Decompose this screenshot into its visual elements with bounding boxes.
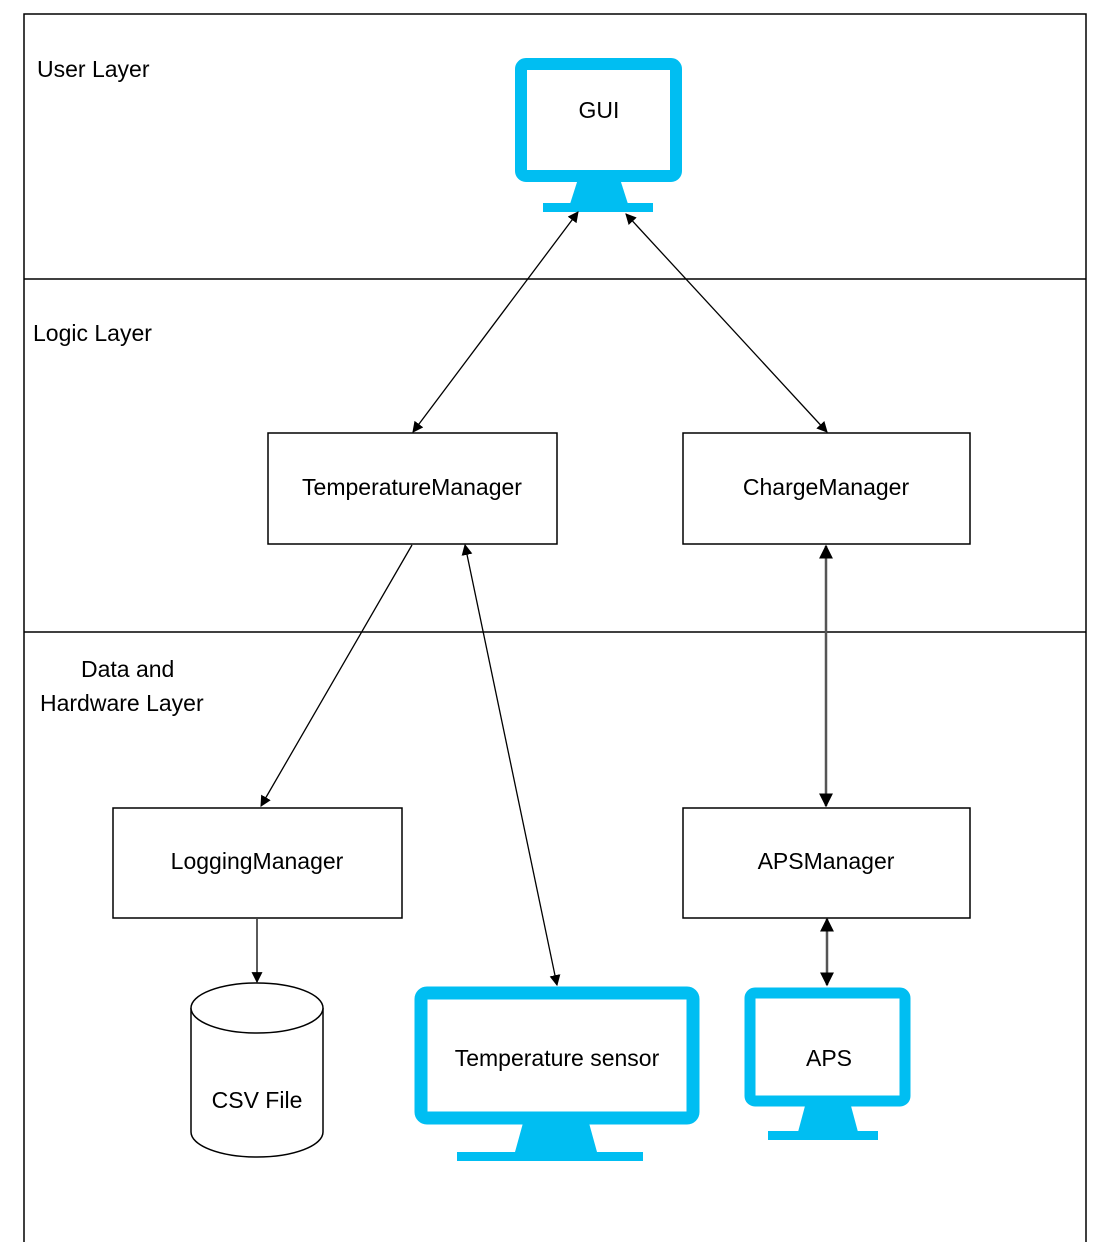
aps-manager-node: APSManager [682, 807, 971, 919]
temperature-sensor-monitor: Temperature sensor [414, 986, 700, 1161]
logging-manager-label: LoggingManager [171, 848, 344, 874]
temperature-manager-node: TemperatureManager [267, 432, 558, 545]
charge-manager-node: ChargeManager [682, 432, 971, 545]
data-layer-label-line1: Data and [81, 656, 174, 682]
csv-file-cylinder: CSV File [190, 982, 324, 1158]
arrow-temperature-manager-temperature-sensor [461, 543, 561, 987]
charge-manager-label: ChargeManager [743, 474, 910, 500]
logging-manager-node: LoggingManager [112, 807, 403, 919]
aps-manager-label: APSManager [758, 848, 895, 874]
aps-label: APS [806, 1045, 852, 1071]
temperature-sensor-label: Temperature sensor [455, 1045, 660, 1071]
logic-layer-label: Logic Layer [33, 320, 152, 346]
gui-label: GUI [579, 97, 620, 123]
csv-file-label: CSV File [212, 1087, 303, 1113]
arrow-gui-temperature-manager [412, 211, 579, 433]
aps-monitor: APS [744, 987, 911, 1140]
user-layer-label: User Layer [37, 56, 150, 82]
arrow-temperature-manager-logging-manager [260, 544, 413, 807]
data-layer-label-line2: Hardware Layer [40, 690, 204, 716]
arrow-gui-charge-manager [625, 213, 828, 433]
temperature-manager-label: TemperatureManager [302, 474, 522, 500]
gui-monitor: GUI [515, 58, 682, 212]
